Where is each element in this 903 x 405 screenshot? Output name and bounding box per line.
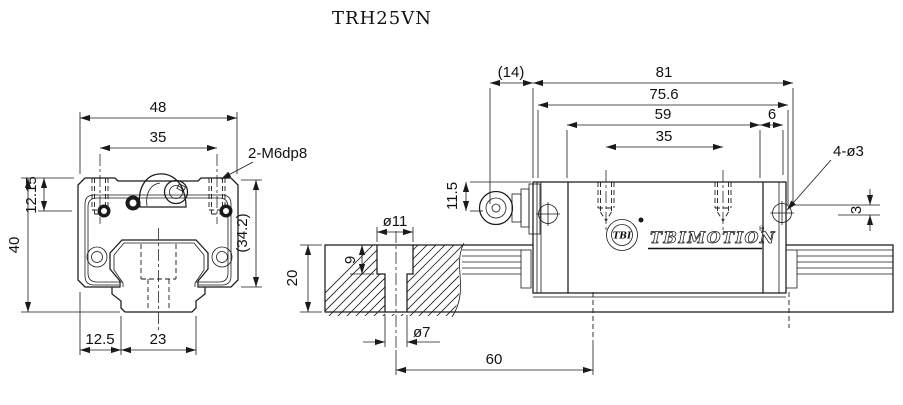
label-4-d3: 4-ø3 <box>833 143 864 160</box>
dim-d11: ø11 <box>383 213 408 230</box>
label-2-m6dp8: 2-M6dp8 <box>248 145 307 162</box>
dim-12-15: 12.15 <box>23 176 40 214</box>
dim-12-5: 12.5 <box>85 331 114 348</box>
dim-9: 9 <box>342 256 359 264</box>
front-view: 48 35 2-M6dp8 12.15 40 (34.2) <box>6 99 307 355</box>
end-screw-left <box>536 202 560 226</box>
dim-d7: ø7 <box>413 324 431 341</box>
rail-wiper-left <box>520 249 532 289</box>
dim-81: 81 <box>656 64 673 81</box>
dim-11-5: 11.5 <box>444 182 461 210</box>
rail-section <box>324 231 465 348</box>
tbi-logo: TBI TBIMOTION ® <box>606 217 776 251</box>
rail-wiper-right <box>785 249 798 289</box>
dim-35-side: 35 <box>656 128 673 145</box>
dim-20: 20 <box>284 270 301 287</box>
grease-nipple-side <box>478 183 541 235</box>
center-port <box>125 195 141 211</box>
dim-3: 3 <box>848 206 865 214</box>
rail-side <box>324 244 894 340</box>
end-plate-outer <box>84 194 232 286</box>
plate-hole-bottom-right <box>211 246 233 268</box>
logo-registered: ® <box>758 225 765 233</box>
end-screw-right <box>770 201 794 225</box>
dim-35-front: 35 <box>150 129 167 146</box>
block-tapped-hole-1 <box>597 170 615 232</box>
front-dimensions: 48 35 2-M6dp8 12.15 40 (34.2) <box>6 99 307 355</box>
logo-dot <box>638 217 644 223</box>
dim-23: 23 <box>150 331 167 348</box>
plate-screw-top-left <box>97 204 111 218</box>
dim-14: (14) <box>498 64 525 81</box>
dim-6: 6 <box>768 106 776 123</box>
end-plate-inner <box>87 197 229 283</box>
dim-59: 59 <box>655 106 672 123</box>
block-tapped-hole-2 <box>714 170 732 232</box>
logo-tbi: TBI <box>613 232 632 242</box>
plate-hole-bottom-left <box>86 246 108 268</box>
seal-contour <box>113 242 205 287</box>
side-view: TBI TBIMOTION ® <box>284 64 894 375</box>
grease-nipple-front <box>138 173 189 208</box>
page-title: TRH25VN <box>332 8 432 29</box>
logo-tbimotion: TBIMOTION <box>650 228 776 247</box>
dim-48: 48 <box>150 99 167 116</box>
dim-34-2: (34.2) <box>234 213 251 252</box>
dim-40: 40 <box>6 237 23 254</box>
dim-75-6: 75.6 <box>649 86 678 103</box>
side-dimensions: (14) 81 75.6 59 6 35 11.5 4-ø3 <box>284 64 880 375</box>
plate-screw-top-right <box>219 204 233 218</box>
carriage-block: TBI TBIMOTION ® <box>532 170 794 294</box>
dim-60: 60 <box>486 351 503 368</box>
block-outline <box>77 177 239 288</box>
